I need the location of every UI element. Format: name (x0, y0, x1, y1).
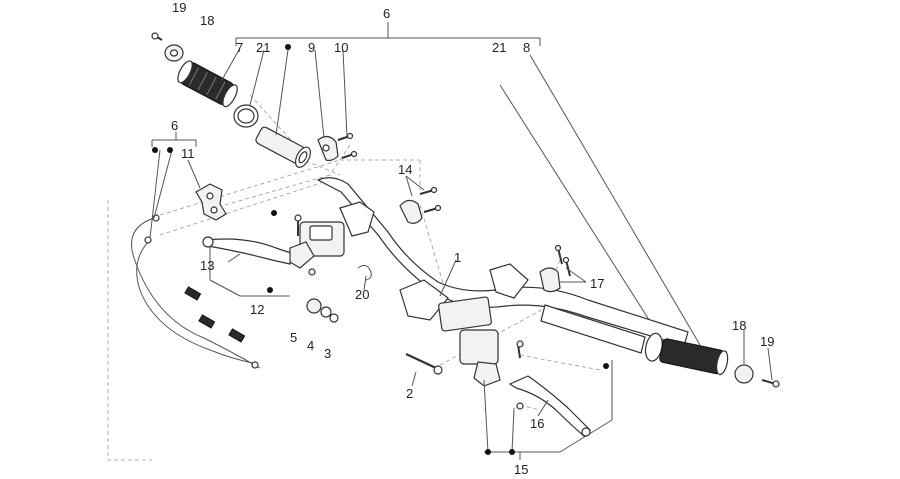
left-grip-assembly (151, 32, 358, 168)
clamp-17 (539, 244, 571, 293)
bolt-2 (405, 353, 443, 375)
spring-20 (357, 264, 372, 281)
callout-21-right: 21 (492, 40, 506, 55)
callout-3: 3 (324, 346, 331, 361)
callout-12: 12 (250, 302, 264, 317)
bracket-6-left (151, 132, 197, 147)
ring-21-left (233, 104, 259, 128)
callout-19-right: 19 (760, 334, 774, 349)
callout-20: 20 (355, 287, 369, 302)
bar-end-weight-18-top (164, 44, 184, 62)
callout-16: 16 (530, 416, 544, 431)
grip-8 (644, 332, 729, 376)
switch-housing-11 (195, 183, 227, 221)
callout-1: 1 (454, 250, 461, 265)
grip-7 (177, 60, 238, 108)
callout-6-top: 6 (383, 6, 390, 21)
left-lever-13 (202, 236, 295, 265)
callout-4: 4 (307, 338, 314, 353)
bolt-19-right (761, 379, 780, 388)
bracket-6-top (235, 22, 541, 46)
callout-labels: 6 7 21 9 10 21 8 19 18 6 11 14 13 12 1 2… (171, 0, 774, 477)
callout-13: 13 (200, 258, 214, 273)
callout-7: 7 (236, 40, 243, 55)
callout-11: 11 (181, 146, 195, 161)
right-lever-16 (508, 375, 591, 437)
leader-lines (149, 47, 773, 453)
callout-5: 5 (290, 330, 297, 345)
callout-18-top: 18 (200, 13, 214, 28)
bar-end-weight-18-right (734, 364, 754, 384)
bullet-dots (152, 44, 609, 455)
bolt-19-top (151, 32, 163, 41)
callout-21-left: 21 (256, 40, 270, 55)
clamp-14 (399, 186, 442, 224)
callout-15: 15 (514, 462, 528, 477)
left-master-cylinder (289, 214, 345, 276)
bracket-15 (484, 360, 613, 460)
callout-9: 9 (308, 40, 315, 55)
right-master-cylinder (459, 329, 524, 410)
callout-18-right: 18 (732, 318, 746, 333)
screws-10 (337, 132, 358, 159)
callout-17: 17 (590, 276, 604, 291)
right-grip-assembly (540, 304, 780, 388)
callout-8: 8 (523, 40, 530, 55)
callout-19-top: 19 (172, 0, 186, 15)
cables (131, 214, 261, 369)
washers-3-4-5 (306, 298, 339, 323)
callout-14: 14 (398, 162, 412, 177)
callout-2: 2 (406, 386, 413, 401)
handlebar-1 (316, 177, 689, 347)
throttle-tube (255, 126, 311, 168)
callout-10: 10 (334, 40, 348, 55)
callout-6-left: 6 (171, 118, 178, 133)
clamp-9 (317, 135, 339, 162)
